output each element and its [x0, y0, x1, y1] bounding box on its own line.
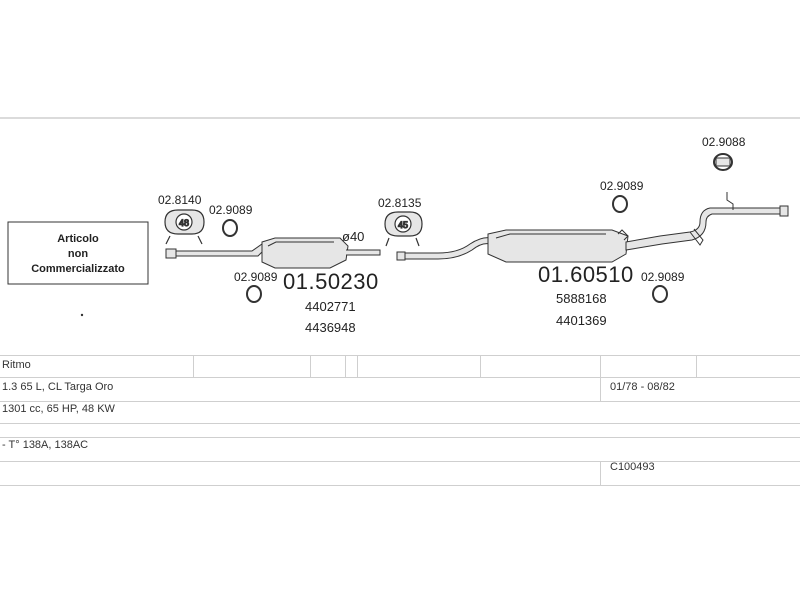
table-line [0, 401, 800, 402]
front-pipe [165, 243, 263, 259]
table-vline [600, 461, 601, 485]
table-line [0, 377, 800, 378]
code-clamp-front: 02.8140 [158, 193, 202, 207]
table-row: 1.3 65 L, CL Targa Oro 01/78 - 08/82 [0, 377, 800, 399]
table-vline [696, 355, 697, 377]
rear-silencer-code: 01.60510 [538, 262, 634, 287]
front-silencer-code: 01.50230 [283, 269, 379, 294]
small-dot [80, 313, 84, 317]
rear-silencer-oem1: 5888168 [556, 291, 607, 306]
table-vline [193, 355, 194, 377]
rear-silencer-oem2: 4401369 [556, 313, 607, 328]
vehicle-info-table: Ritmo 1.3 65 L, CL Targa Oro 01/78 - 08/… [0, 355, 800, 486]
vehicle-engine: 1301 cc, 65 HP, 48 KW [2, 403, 115, 415]
vehicle-period: 01/78 - 08/82 [610, 381, 675, 393]
tail-pipe [617, 192, 789, 251]
code-gasket-front-top: 02.9089 [209, 203, 253, 217]
gasket-rings [222, 195, 668, 303]
table-vline [345, 355, 346, 377]
code-gasket-rear-bottom: 02.9089 [641, 270, 685, 284]
front-silencer-oem2: 4436948 [305, 320, 356, 335]
table-vline [310, 355, 311, 377]
table-row: Ritmo [0, 355, 800, 377]
vehicle-model: Ritmo [2, 359, 31, 371]
table-row [0, 421, 800, 435]
legend-box [7, 221, 149, 285]
middle-pipe [396, 237, 501, 261]
table-line [0, 437, 800, 438]
code-gasket-rear-top: 02.9089 [600, 179, 644, 193]
table-line [0, 461, 800, 462]
tail-hanger-part[interactable] [713, 153, 733, 171]
code-gasket-front-bottom: 02.9089 [234, 270, 278, 284]
table-row: - T° 138A, 138AC [0, 435, 800, 457]
front-silencer-part[interactable] [261, 237, 381, 269]
table-line [0, 423, 800, 424]
mid-clamp-part[interactable]: 45 [384, 211, 423, 247]
table-row: C100493 [0, 457, 800, 479]
front-silencer-oem1: 4402771 [305, 299, 356, 314]
legend-line2: non [68, 248, 88, 260]
code-clamp-mid: 02.8135 [378, 196, 422, 210]
mid-clamp-size: 45 [398, 220, 408, 230]
rear-silencer-part[interactable] [487, 229, 629, 263]
gasket-rear-top[interactable] [612, 195, 628, 213]
gasket-front-bottom[interactable] [246, 285, 262, 303]
table-line [0, 355, 800, 356]
catalog-id: C100493 [610, 461, 655, 473]
table-row: 1301 cc, 65 HP, 48 KW [0, 399, 800, 421]
legend-line1: Articolo [57, 233, 99, 245]
diameter-label: ø40 [342, 229, 364, 244]
vehicle-engine-code: - T° 138A, 138AC [2, 439, 89, 451]
legend-line3: Commercializzato [31, 263, 125, 275]
not-sold-legend: Articolo non Commercializzato [7, 221, 149, 285]
code-hanger-tail: 02.9088 [702, 135, 746, 149]
front-clamp-part[interactable]: 48 [164, 209, 205, 245]
gasket-front-top[interactable] [222, 219, 238, 237]
vehicle-variant: 1.3 65 L, CL Targa Oro [2, 381, 114, 393]
table-vline [600, 355, 601, 401]
table-vline [357, 355, 358, 377]
gasket-rear-bottom[interactable] [652, 285, 668, 303]
front-clamp-size: 48 [179, 218, 189, 228]
table-vline [480, 355, 481, 377]
table-line [0, 485, 800, 486]
